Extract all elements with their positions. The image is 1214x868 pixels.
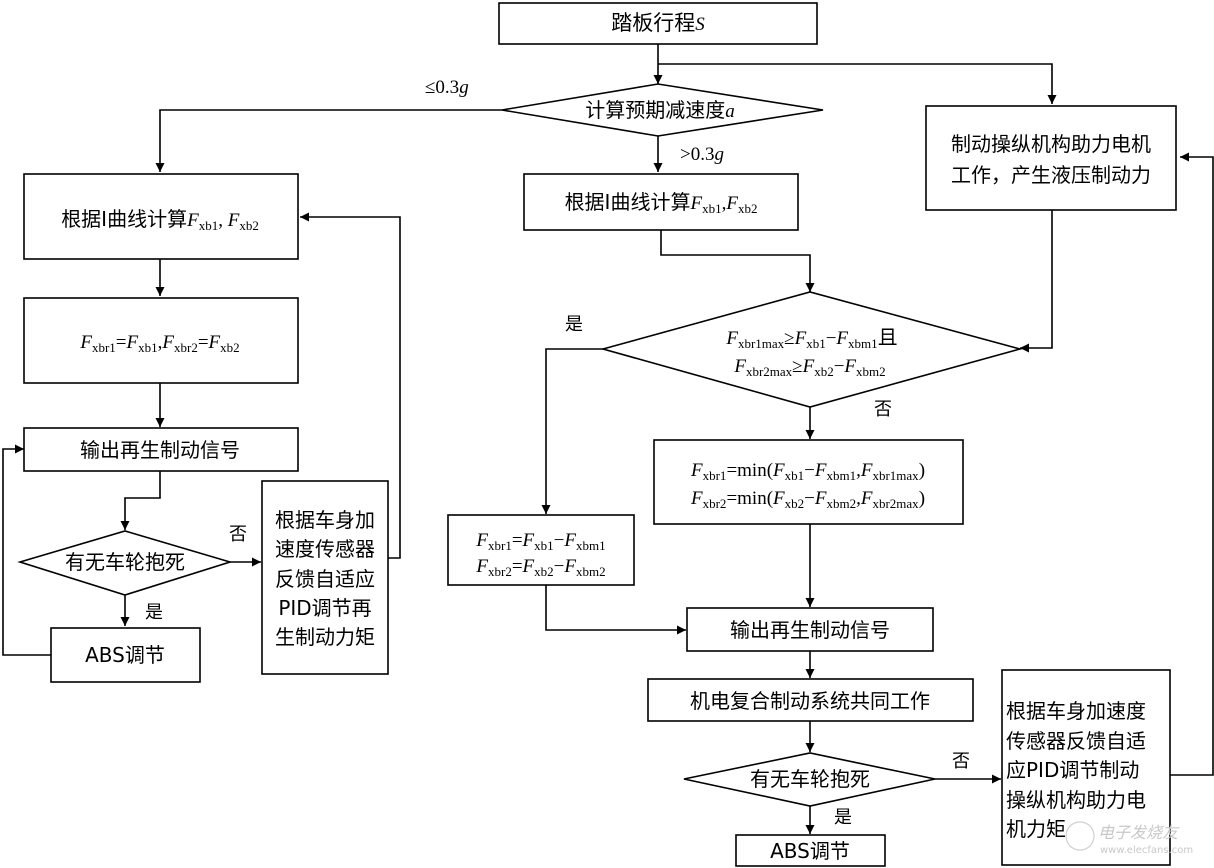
decision-expected-deceleration[interactable]: 计算预期减速度a xyxy=(501,83,824,137)
right-abs-label: ABS调节 xyxy=(770,839,850,863)
node-diff-formula[interactable]: Fxbr1=Fxb1−Fxbm1 Fxbr2=Fxb2−Fxbm2 xyxy=(447,514,635,586)
arrow-right-icurve-to-condition xyxy=(660,230,815,292)
left-i-curve-label: 根据I曲线计算 xyxy=(61,207,187,231)
decision-right-wheel-lock[interactable]: 有无车轮抱死 xyxy=(683,752,936,807)
label-low-decel: ≤0.3g xyxy=(425,77,469,98)
arrow-diff-to-output xyxy=(545,585,686,635)
combined-braking-label: 机电复合制动系统共同工作 xyxy=(690,689,930,713)
right-lock-yes-label: 是 xyxy=(834,807,852,828)
right-lock-no-label: 否 xyxy=(952,751,970,772)
left-pid-line: 生制动力矩 xyxy=(275,625,375,649)
left-pid-line: 速度传感器 xyxy=(275,537,375,561)
left-abs-label: ABS调节 xyxy=(85,643,165,667)
pedal-travel-var: S xyxy=(695,14,705,35)
svg-text:根据I曲线计算Fxb1, Fxb2: 根据I曲线计算Fxb1, Fxb2 xyxy=(61,207,259,233)
watermark-logo-icon xyxy=(1065,821,1095,851)
right-output-signal-label: 输出再生制动信号 xyxy=(730,618,890,642)
motor-assist-line2: 工作，产生液压制动力 xyxy=(951,163,1151,187)
arrow-left-abs-loop xyxy=(2,444,51,656)
left-assign-formula: Fxbr1=Fxb1,Fxbr2=Fxb2 xyxy=(79,332,239,355)
node-min-formula[interactable]: Fxbr1=min(Fxb1−Fxbm1,Fxbr1max) Fxbr2=min… xyxy=(653,439,964,525)
node-right-output-signal[interactable]: 输出再生制动信号 xyxy=(686,607,934,652)
node-left-abs[interactable]: ABS调节 xyxy=(50,627,201,683)
condition-yes-label: 是 xyxy=(565,314,583,335)
node-right-abs[interactable]: ABS调节 xyxy=(735,834,886,867)
node-motor-assist[interactable]: 制动操纵机构助力电机 工作，产生液压制动力 xyxy=(925,105,1177,211)
arrow-left-pid-loop xyxy=(300,212,401,559)
diff-formula-line2: Fxbr2=Fxb2−Fxbm2 xyxy=(475,556,605,579)
decision-left-wheel-lock[interactable]: 有无车轮抱死 xyxy=(17,530,233,596)
node-right-i-curve[interactable]: 根据I曲线计算Fxb1,Fxb2 xyxy=(523,173,799,231)
arrow-left-output-to-lock xyxy=(120,471,161,530)
node-right-pid[interactable]: 根据车身加速度 传感器反馈自适 应PID调节制动 操纵机构助力电 机力矩 xyxy=(1001,669,1171,866)
left-lock-yes-label: 是 xyxy=(145,602,163,623)
watermark-url: www.elecfans.com xyxy=(1100,845,1193,856)
node-left-output-signal[interactable]: 输出再生制动信号 xyxy=(23,427,299,472)
decision-decel-label: 计算预期减速度 xyxy=(585,98,725,122)
diff-formula-line1: Fxbr1=Fxb1−Fxbm1 xyxy=(475,530,605,553)
left-output-signal-label: 输出再生制动信号 xyxy=(80,438,240,462)
left-pid-line: 反馈自适应 xyxy=(275,567,375,591)
node-left-pid[interactable]: 根据车身加 速度传感器 反馈自适应 PID调节再 生制动力矩 xyxy=(261,480,389,675)
left-pid-line: 根据车身加 xyxy=(275,508,375,532)
motor-assist-line1: 制动操纵机构助力电机 xyxy=(951,132,1151,156)
right-pid-line: 传感器反馈自适 xyxy=(1006,729,1146,753)
node-combined-braking[interactable]: 机电复合制动系统共同工作 xyxy=(647,678,974,722)
arrow-to-motor-assist xyxy=(658,63,1057,104)
min-formula-line1: Fxbr1=min(Fxb1−Fxbm1,Fxbr1max) xyxy=(690,460,925,483)
node-left-i-curve[interactable]: 根据I曲线计算Fxb1, Fxb2 xyxy=(23,173,299,260)
svg-text:踏板行程S: 踏板行程S xyxy=(611,11,705,35)
arrow-condition-yes xyxy=(541,348,603,514)
left-pid-line: PID调节再 xyxy=(278,596,371,620)
condition-line2: Fxbr2max≥Fxb2−Fxbm2 xyxy=(733,356,885,379)
node-pedal-travel[interactable]: 踏板行程S xyxy=(498,2,818,45)
condition-no-label: 否 xyxy=(874,399,892,420)
right-pid-line: 应PID调节制动 xyxy=(1006,758,1139,782)
arrow-low-decel xyxy=(155,109,502,172)
label-high-decel: >0.3g xyxy=(680,144,724,165)
decision-decel-var: a xyxy=(725,101,735,122)
right-pid-line: 根据车身加速度 xyxy=(1006,699,1146,723)
connectors xyxy=(2,44,1214,834)
right-i-curve-label: 根据I曲线计算 xyxy=(565,190,691,214)
right-pid-line: 机力矩 xyxy=(1006,817,1066,841)
left-lock-no-label: 否 xyxy=(229,524,247,545)
svg-text:计算预期减速度a: 计算预期减速度a xyxy=(585,98,735,122)
watermark: 电子发烧友 www.elecfans.com xyxy=(1065,821,1193,856)
min-formula-line2: Fxbr2=min(Fxb2−Fxbm2,Fxbr2max) xyxy=(690,488,925,511)
node-left-assign[interactable]: Fxbr1=Fxb1,Fxbr2=Fxb2 xyxy=(23,297,299,384)
right-pid-line: 操纵机构助力电 xyxy=(1006,788,1146,812)
pedal-travel-label: 踏板行程 xyxy=(611,11,695,35)
decision-regen-capacity[interactable]: xbr1maxFxbr1max≥Fxb1−Fxbm1且 Fxbr2max≥Fxb… xyxy=(600,291,1024,408)
condition-line1: xbr1maxFxbr1max≥Fxb1−Fxbm1且 xyxy=(725,325,897,351)
right-wheel-lock-label: 有无车轮抱死 xyxy=(750,767,870,791)
svg-text:根据I曲线计算Fxb1,Fxb2: 根据I曲线计算Fxb1,Fxb2 xyxy=(565,190,758,216)
arrow-motor-to-condition xyxy=(1020,210,1053,353)
left-wheel-lock-label: 有无车轮抱死 xyxy=(65,550,185,574)
watermark-text: 电子发烧友 xyxy=(1098,823,1180,842)
